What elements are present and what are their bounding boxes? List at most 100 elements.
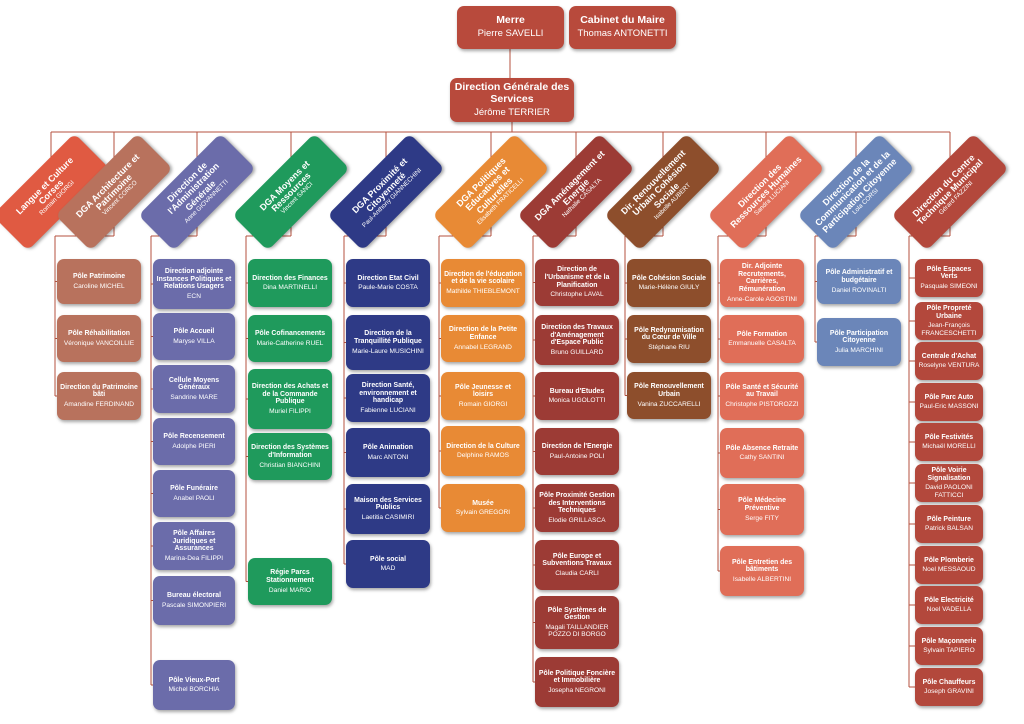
unit-head-name: Pascale SIMONPIERI bbox=[161, 601, 227, 609]
unit-box-6-4: Pôle Proximité Gestion des Interventions… bbox=[535, 484, 619, 532]
unit-head-name: Laetitia CASIMIRI bbox=[361, 514, 415, 522]
unit-title: Régie Parcs Stationnement bbox=[266, 569, 314, 584]
dgs-box: Direction Générale des Services Jérôme T… bbox=[450, 78, 574, 122]
unit-title: Pôle Cohésion Sociale bbox=[632, 274, 706, 282]
unit-title: Pôle Jeunesse et loisirs bbox=[455, 383, 511, 399]
department-header-box: Dir. Renouvellement Urbain Cohésion Soci… bbox=[604, 133, 722, 251]
dgs-title: Direction Générale des Services bbox=[454, 81, 570, 105]
unit-title: Pôle Proximité Gestion des Interventions… bbox=[539, 491, 615, 515]
unit-title: Centrale d'Achat bbox=[921, 352, 977, 360]
unit-head-name: Amandine FERDINAND bbox=[64, 401, 134, 409]
unit-head-name: Anabel PAOLI bbox=[173, 494, 215, 502]
unit-title: Pôle Absence Retraite bbox=[725, 444, 799, 452]
unit-head-name: Vanina ZUCCARELLI bbox=[637, 400, 701, 408]
mayor-box: Merre Pierre SAVELLI bbox=[457, 6, 564, 49]
unit-head-name: Paul-Eric MASSONI bbox=[919, 403, 979, 411]
unit-head-name: Marie-Laure MUSICHINI bbox=[352, 347, 424, 355]
unit-title: Pôle Réhabilitation bbox=[67, 330, 131, 337]
unit-head-name: Christophe PISTOROZZI bbox=[725, 401, 799, 409]
unit-head-name: Stéphane RIU bbox=[648, 344, 690, 352]
unit-box-2-0: Direction adjointe Instances Politiques … bbox=[153, 259, 235, 309]
unit-head-name: Sylvain GREGORI bbox=[455, 509, 511, 517]
unit-title: Pôle Systèmes de Gestion bbox=[547, 606, 607, 622]
unit-head-name: Christian BIANCHINI bbox=[259, 461, 321, 469]
unit-head-name: Emmanuelle CASALTA bbox=[728, 340, 796, 348]
unit-title: Pôle Participation Citoyenne bbox=[829, 329, 889, 345]
unit-title: Direction adjointe Instances Politiques … bbox=[156, 267, 232, 291]
unit-title: Cellule Moyens Généraux bbox=[168, 376, 220, 392]
unit-title: Pôle Maçonnerie bbox=[921, 637, 977, 645]
unit-head-name: Fabienne LUCIANI bbox=[360, 406, 416, 414]
department-title: Dir. Renouvellement Urbain Cohésion Soci… bbox=[618, 147, 689, 218]
cabinet-title: Cabinet du Maire bbox=[580, 14, 665, 27]
unit-title: Pôle Voirie Signalisation bbox=[927, 467, 971, 482]
unit-head-name: Daniel MARIO bbox=[268, 586, 312, 594]
unit-head-name: Elodie GRILLASCA bbox=[548, 516, 606, 524]
unit-title: Pôle Electricité bbox=[924, 596, 974, 604]
unit-title: Pôle Affaires Juridiques et Assurances bbox=[172, 529, 216, 553]
unit-title: Direction de l'éducation et de la vie sc… bbox=[444, 270, 522, 286]
department-title: DGA Proximité et Citoyenneté bbox=[349, 155, 409, 215]
unit-box-6-1: Direction des Travaux d'Aménagement d'Es… bbox=[535, 315, 619, 365]
unit-title: Maison des Services Publics bbox=[354, 496, 422, 512]
unit-head-name: Delphine RAMOS bbox=[456, 452, 510, 460]
unit-title: Pôle Propreté Urbaine bbox=[926, 305, 972, 320]
unit-head-name: Michel BORCHIA bbox=[168, 686, 220, 694]
unit-head-name: Maryse VILLA bbox=[173, 337, 215, 345]
unit-title: Direction Santé, environnement et handic… bbox=[359, 381, 417, 405]
unit-box-4-2: Direction Santé, environnement et handic… bbox=[346, 374, 430, 422]
unit-head-name: Michaël MORELLI bbox=[922, 443, 976, 451]
unit-title: Direction de la Tranquillité Publique bbox=[354, 330, 422, 345]
unit-title: Direction des Finances bbox=[252, 274, 328, 282]
unit-head-name: Monica UGOLOTTI bbox=[548, 397, 606, 405]
unit-title: Direction du Patrimoine bâti bbox=[60, 383, 138, 399]
unit-head-name: Dina MARTINELLI bbox=[262, 284, 318, 292]
unit-head-name: Noel MESSAOUD bbox=[922, 566, 976, 574]
unit-head-name: Marie-Catherine RUEL bbox=[256, 339, 324, 347]
unit-title: Pôle Festivités bbox=[924, 433, 974, 441]
unit-title: Pôle Europe et Subventions Travaux bbox=[542, 552, 612, 568]
unit-title: Pôle Espaces Verts bbox=[926, 265, 972, 281]
unit-title: Direction des Systèmes d'Information bbox=[251, 444, 329, 459]
unit-title: Pôle Parc Auto bbox=[924, 393, 974, 401]
unit-title: Pôle Cofinancements bbox=[254, 330, 326, 337]
unit-head-name: Romain GIORGI bbox=[458, 401, 508, 409]
unit-head-name: Bruno GUILLARD bbox=[550, 348, 604, 356]
unit-title: Direction de la Culture bbox=[446, 442, 520, 450]
unit-title: Pôle Entretien des bâtiments bbox=[731, 558, 793, 574]
unit-title: Pôle Vieux-Port bbox=[168, 676, 220, 684]
cabinet-box: Cabinet du Maire Thomas ANTONETTI bbox=[569, 6, 676, 49]
unit-head-name: Caroline MICHEL bbox=[73, 282, 125, 290]
unit-title: Direction Etat Civil bbox=[357, 274, 419, 282]
unit-head-name: Marina-Dea FILIPPI bbox=[164, 554, 224, 562]
unit-box-3-2: Direction des Achats et de la Commande P… bbox=[248, 369, 332, 429]
unit-title: Pôle Chauffeurs bbox=[922, 678, 976, 686]
unit-head-name: Noel VADELLA bbox=[926, 606, 972, 614]
unit-head-name: Marie-Hélène GIULY bbox=[638, 284, 700, 292]
unit-title: Pôle Funéraire bbox=[170, 485, 218, 492]
